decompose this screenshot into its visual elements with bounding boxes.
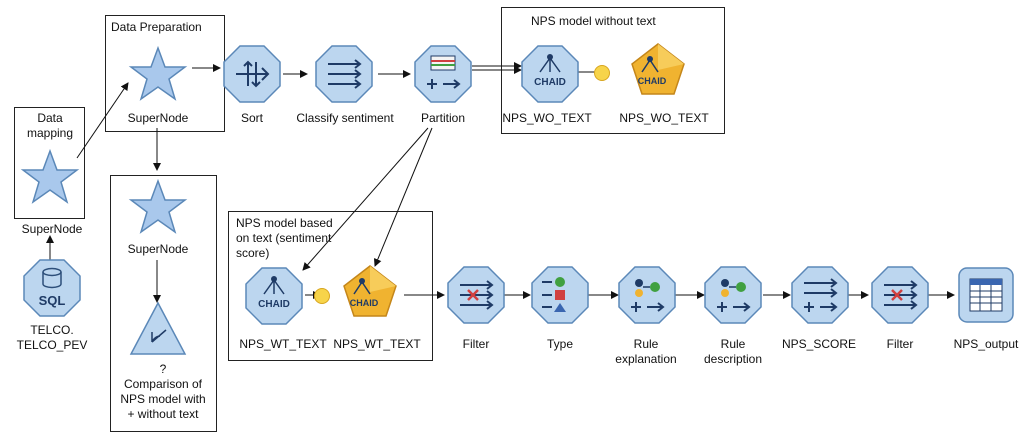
nps-with-text-group — [228, 211, 433, 361]
rule-explanation-icon[interactable] — [617, 265, 677, 325]
nps-score-label: NPS_SCORE — [781, 337, 857, 351]
nps-output-label: NPS_output — [953, 337, 1019, 351]
filter-icon[interactable] — [870, 265, 930, 325]
rule-explanation-label: Rule explanation — [615, 337, 677, 366]
filter-label: Filter — [886, 337, 914, 351]
chaid-text: CHAID — [534, 77, 566, 88]
nps-wo-text-nugget-label: NPS_WO_TEXT — [619, 111, 709, 125]
comparison-analysis-icon[interactable] — [128, 300, 188, 360]
chaid-text: CHAID — [638, 76, 667, 86]
table-output-icon[interactable] — [956, 265, 1016, 325]
type-icon[interactable] — [530, 265, 590, 325]
classify-sentiment-icon[interactable] — [314, 44, 374, 104]
nps-with-text-title: NPS model based on text (sentiment score… — [236, 216, 333, 260]
filter-label: Filter — [462, 337, 490, 351]
model-link-dot — [314, 288, 330, 304]
comparison-label: ? Comparison of NPS model with + without… — [120, 362, 206, 421]
nps-without-text-title: NPS model without text — [531, 14, 656, 28]
filter-icon[interactable] — [446, 265, 506, 325]
type-label: Type — [546, 337, 574, 351]
rule-description-label: Rule description — [703, 337, 763, 366]
nps-wt-text-model-label: NPS_WT_TEXT — [239, 337, 327, 351]
chaid-text: CHAID — [350, 298, 379, 308]
arrow-partition-to-wt-chaid — [302, 127, 429, 271]
nps-wo-text-model-label: NPS_WO_TEXT — [502, 111, 592, 125]
rule-description-icon[interactable] — [703, 265, 763, 325]
sql-text: SQL — [39, 293, 66, 308]
classify-label: Classify sentiment — [296, 111, 394, 125]
supernode-compare-icon[interactable] — [128, 178, 188, 238]
model-link-dot — [594, 65, 610, 81]
nps-score-icon[interactable] — [790, 265, 850, 325]
arrow-partition-to-wt-nugget — [373, 127, 433, 267]
chaid-model-wo-text-icon[interactable]: CHAID — [520, 44, 580, 104]
nps-wt-text-nugget-label: NPS_WT_TEXT — [333, 337, 421, 351]
supernode-compare-label: SuperNode — [127, 242, 189, 256]
data-mapping-title: Data mapping — [26, 111, 74, 140]
chaid-model-wt-text-icon[interactable]: CHAID — [244, 266, 304, 326]
partition-label: Partition — [420, 111, 466, 125]
partition-icon[interactable] — [413, 44, 473, 104]
chaid-nugget-wo-text-icon[interactable]: CHAID — [628, 42, 688, 102]
chaid-nugget-wt-text-icon[interactable]: CHAID — [340, 264, 400, 324]
supernode-mapping-icon[interactable] — [20, 148, 80, 208]
data-mapping-group — [14, 107, 85, 219]
sql-source-icon[interactable]: SQL — [22, 258, 82, 318]
sort-icon[interactable] — [222, 44, 282, 104]
sort-label: Sort — [240, 111, 264, 125]
supernode-prep-icon[interactable] — [128, 45, 188, 105]
data-preparation-title: Data Preparation — [111, 20, 202, 34]
source-label: TELCO. TELCO_PEV — [16, 323, 88, 352]
supernode-prep-label: SuperNode — [127, 111, 189, 125]
chaid-text: CHAID — [258, 299, 290, 310]
arrow-mapping-to-prep — [76, 82, 129, 159]
supernode-mapping-label: SuperNode — [21, 222, 83, 236]
